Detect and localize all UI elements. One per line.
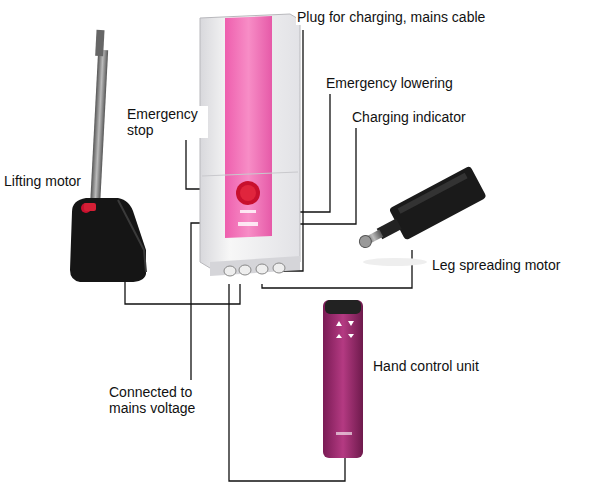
hand-control-unit bbox=[323, 300, 363, 458]
leg-spreading-motor bbox=[352, 166, 487, 266]
part-label: Emergency lowering bbox=[325, 75, 454, 91]
part-label: Emergency stop bbox=[126, 106, 208, 138]
part-label: Plug for charging, mains cable bbox=[296, 9, 486, 25]
part-label: Leg spreading motor bbox=[431, 257, 561, 273]
part-label: Connected to mains voltage bbox=[108, 384, 212, 416]
control-box bbox=[200, 14, 300, 276]
lifting-motor bbox=[70, 30, 146, 282]
part-label: Charging indicator bbox=[351, 109, 467, 125]
part-label: Lifting motor bbox=[3, 173, 82, 189]
part-label: Hand control unit bbox=[372, 358, 480, 374]
